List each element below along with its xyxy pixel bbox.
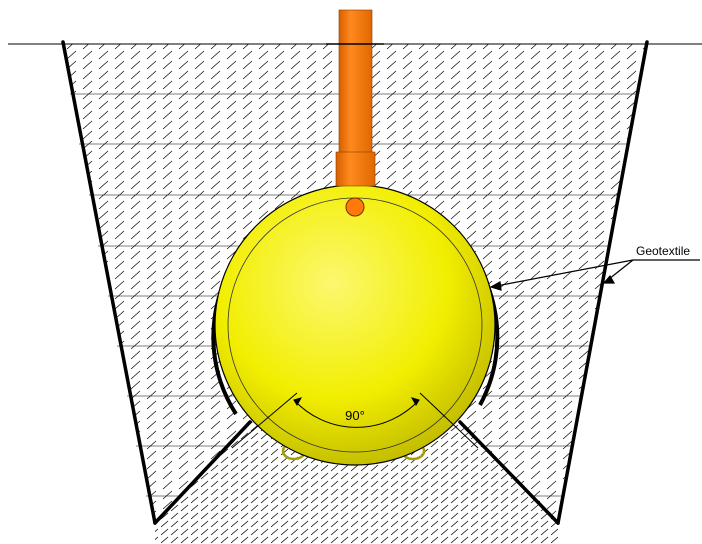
tank-sphere: [214, 184, 496, 466]
excavation-walls: [61, 40, 649, 525]
inlet-icon: [345, 197, 365, 217]
riser-pipe: [326, 9, 384, 187]
geotextile-leaders: [489, 259, 700, 291]
angle-dimension: [231, 392, 479, 449]
angle-label: 90°: [345, 408, 365, 423]
bedding-layer-hatch: [155, 422, 558, 544]
geotextile-label: Geotextile: [636, 244, 690, 258]
